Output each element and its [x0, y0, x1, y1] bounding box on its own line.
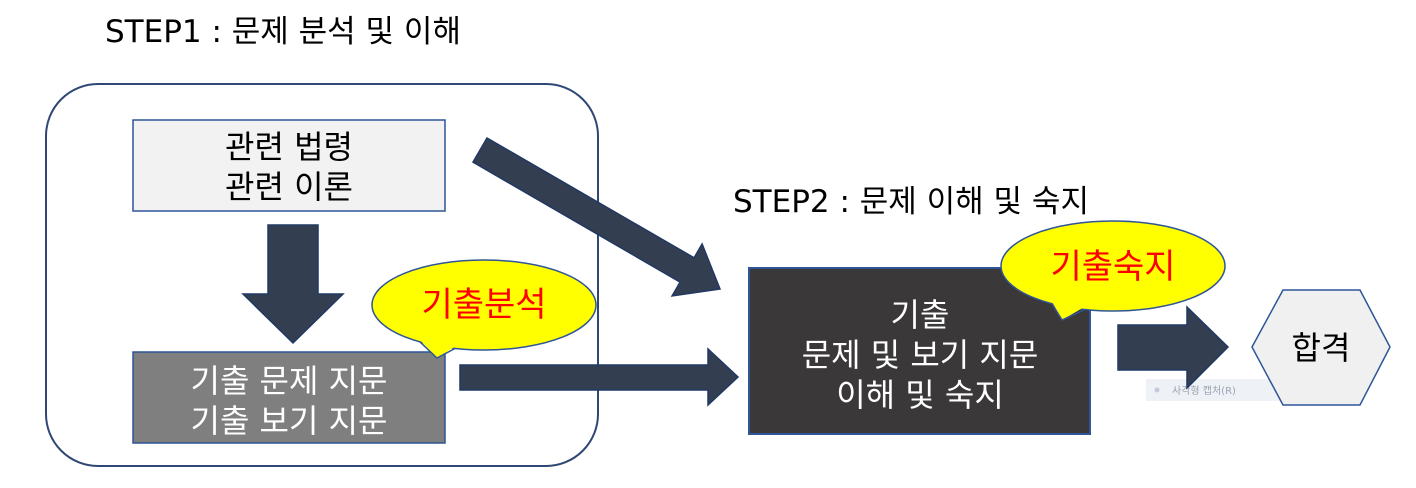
mastery-box-line: 이해 및 숙지	[836, 376, 1004, 414]
analysis-bubble-label: 기출분석	[421, 285, 546, 325]
down-arrow-icon	[241, 224, 345, 345]
bubble-body	[371, 259, 597, 351]
diagonal-arrow-icon	[471, 136, 722, 297]
capture-menu-item-label[interactable]: 사각형 캡처(R)	[1172, 385, 1236, 397]
mastery-bubble-label: 기출숙지	[1050, 247, 1175, 287]
bubble-body	[1000, 220, 1226, 312]
mastery-box-line: 기출	[891, 296, 950, 334]
bubble-tail-outline	[419, 341, 456, 359]
theory-box-line: 관련 법령	[225, 128, 353, 166]
bubble-tail	[419, 339, 456, 358]
theory-box-line: 관련 이론	[225, 168, 353, 206]
result-hexagon	[1251, 289, 1391, 406]
mastery-speech-bubble: 기출숙지	[1000, 220, 1226, 321]
result-node: 합격	[1251, 289, 1391, 406]
result-arrow-icon	[1117, 305, 1230, 390]
theory-box	[132, 119, 446, 212]
result-label: 합격	[1292, 329, 1351, 367]
step2-section: STEP2 : 문제 이해 및 숙지 기출 문제 및 보기 지문 이해 및 숙지…	[733, 184, 1226, 435]
mastery-box-line: 문제 및 보기 지문	[802, 336, 1039, 374]
past-exam-box-line: 기출 보기 지문	[191, 402, 388, 440]
step1-title: STEP1 : 문제 분석 및 이해	[105, 14, 461, 50]
bubble-tail-outline	[1051, 303, 1086, 321]
analysis-speech-bubble: 기출분석	[371, 259, 597, 359]
past-exam-box-line: 기출 문제 지문	[191, 362, 388, 400]
step1-section: STEP1 : 문제 분석 및 이해 관련 법령 관련 이론 기출 문제 지문 …	[45, 14, 599, 467]
capture-menu-dot-icon	[1154, 387, 1160, 393]
step2-title: STEP2 : 문제 이해 및 숙지	[733, 184, 1089, 220]
past-exam-box	[132, 351, 446, 444]
right-arrow-icon	[459, 347, 740, 407]
